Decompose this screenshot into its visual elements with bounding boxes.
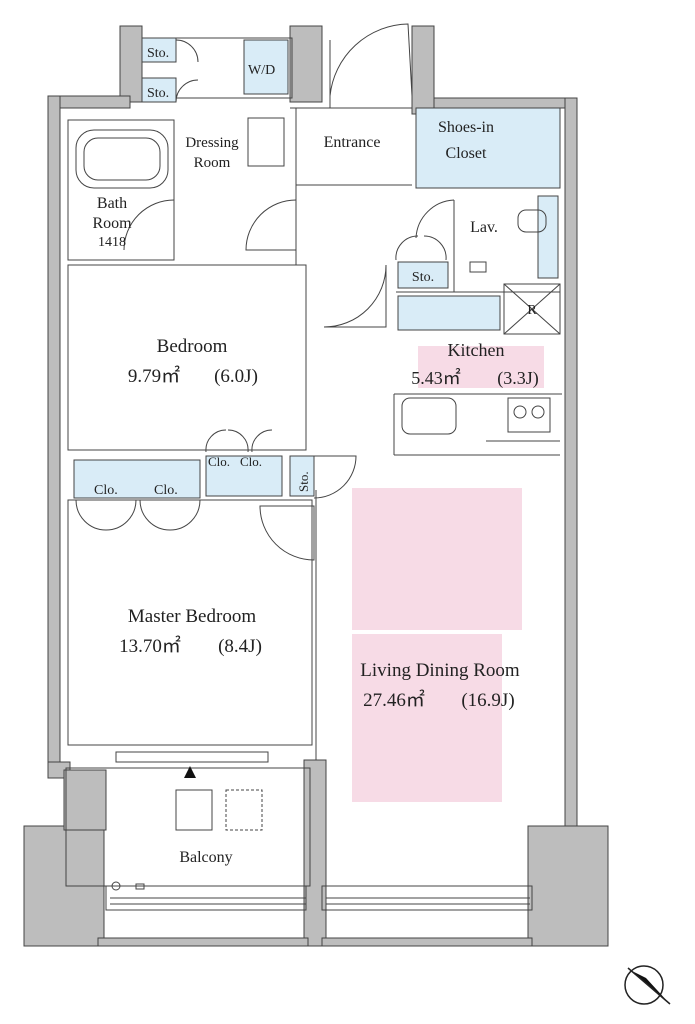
label-shoes-closet-line2: Closet [446,145,487,162]
label-living-dining-room: Living Dining Room [360,660,520,681]
label-shoes-closet-line1: Shoes-in [438,119,494,136]
interior-walls [65,37,562,911]
label-bedroom-jo: (6.0J) [214,366,258,387]
label-kitchen-storage: Sto. [412,270,434,285]
storage-areas [73,37,561,499]
label-living-dining-area: 27.46㎡ [363,688,425,711]
label-master-bedroom-area: 13.70㎡ [119,634,181,657]
label-hall-storage: Sto. [296,471,311,492]
label-closet-a: Clo. [94,483,118,498]
label-kitchen-jo: (3.3J) [497,368,539,389]
compass-icon [624,965,671,1005]
doors [75,23,455,561]
label-refrigerator: R [527,303,537,318]
label-master-bedroom-jo: (8.4J) [218,636,262,657]
label-storage-mid: Sto. [147,86,169,101]
fixtures [75,117,551,891]
label-washer-dryer: W/D [248,63,275,78]
label-bath-room-line1: Bath [97,195,127,212]
balcony-exit-arrow-icon [184,766,196,778]
label-bedroom-area: 9.79㎡ [128,364,180,387]
highlight-zones [352,346,544,802]
label-dressing-room-line2: Room [194,155,231,171]
label-storage-top: Sto. [147,46,169,61]
room-labels: Sto. Sto. W/D Dressing Room Entrance Sho… [92,46,538,866]
label-living-dining-jo: (16.9J) [461,690,514,711]
label-closet-b: Clo. [154,483,178,498]
label-entrance: Entrance [324,134,381,151]
label-bath-size: 1418 [98,235,126,250]
label-kitchen: Kitchen [448,340,505,360]
label-closet-c: Clo. [208,454,230,469]
label-lavatory: Lav. [470,219,498,236]
label-bath-room-line2: Room [92,215,132,232]
label-kitchen-area: 5.43㎡ [411,367,461,388]
label-master-bedroom: Master Bedroom [128,606,256,627]
label-dressing-room-line1: Dressing [185,135,239,151]
label-balcony: Balcony [179,849,232,866]
label-closet-d: Clo. [240,454,262,469]
label-bedroom: Bedroom [157,336,228,357]
